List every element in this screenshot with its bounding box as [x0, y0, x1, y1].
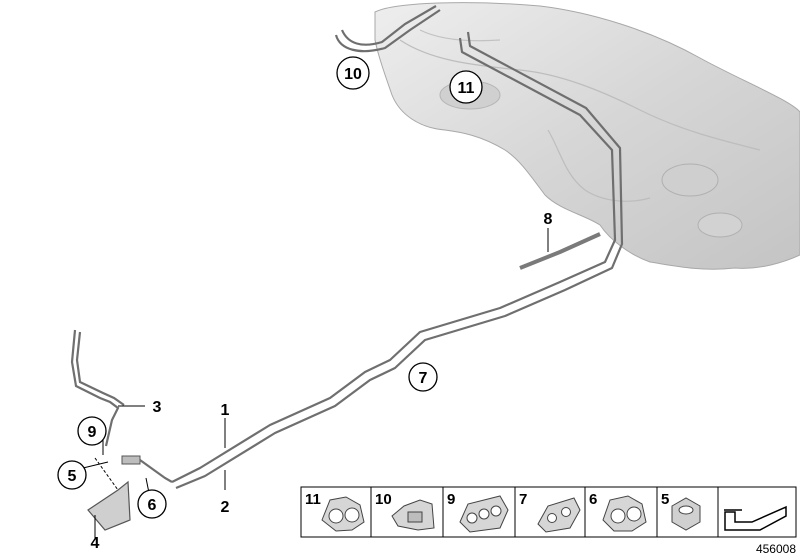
callout-4: 4 — [91, 535, 100, 552]
legend-label-10: 10 — [375, 491, 392, 508]
callout-11-circle — [449, 70, 483, 104]
double-clip-icon — [321, 496, 365, 532]
pipe-clip-icon — [537, 497, 581, 533]
legend-label-6: 6 — [589, 491, 597, 508]
connector-6 — [121, 455, 173, 483]
callout-10: 10 — [344, 66, 362, 83]
parts-legend: 11 10 9 7 6 5 — [300, 486, 797, 538]
callout-10-circle — [336, 56, 370, 90]
callout-5: 5 — [68, 468, 77, 485]
callout-11: 11 — [458, 80, 475, 97]
callout-7: 7 — [419, 370, 428, 387]
fuel-pipes — [171, 31, 624, 490]
callout-9-circle — [77, 416, 107, 446]
callout-6-circle — [137, 489, 167, 519]
triple-clip-icon — [459, 495, 509, 533]
pipe-section-8 — [519, 232, 601, 270]
legend-label-11: 11 — [305, 491, 321, 508]
callout-3: 3 — [153, 399, 162, 416]
double-clip-icon — [602, 495, 647, 532]
filler-neck — [70, 329, 125, 447]
vent-pipe — [334, 5, 441, 53]
bracket-clip-icon — [391, 499, 435, 531]
leader-lines — [82, 228, 549, 540]
callout-8: 8 — [544, 211, 553, 228]
callout-9: 9 — [88, 424, 97, 441]
callouts: 1 2 3 4 5 6 7 8 9 10 11 — [57, 56, 553, 552]
callout-2: 2 — [221, 499, 230, 516]
callout-5-circle — [57, 460, 87, 490]
nut-icon — [671, 497, 701, 531]
callout-6: 6 — [148, 497, 157, 514]
legend-label-5: 5 — [661, 491, 669, 508]
legend-label-7: 7 — [519, 491, 527, 508]
direction-arrow-icon — [724, 505, 787, 531]
document-number: 456008 — [756, 542, 796, 556]
fuel-tank — [374, 2, 800, 270]
callout-7-circle — [408, 362, 438, 392]
legend-label-9: 9 — [447, 491, 455, 508]
bracket-4 — [87, 480, 131, 531]
callout-1: 1 — [221, 402, 230, 419]
